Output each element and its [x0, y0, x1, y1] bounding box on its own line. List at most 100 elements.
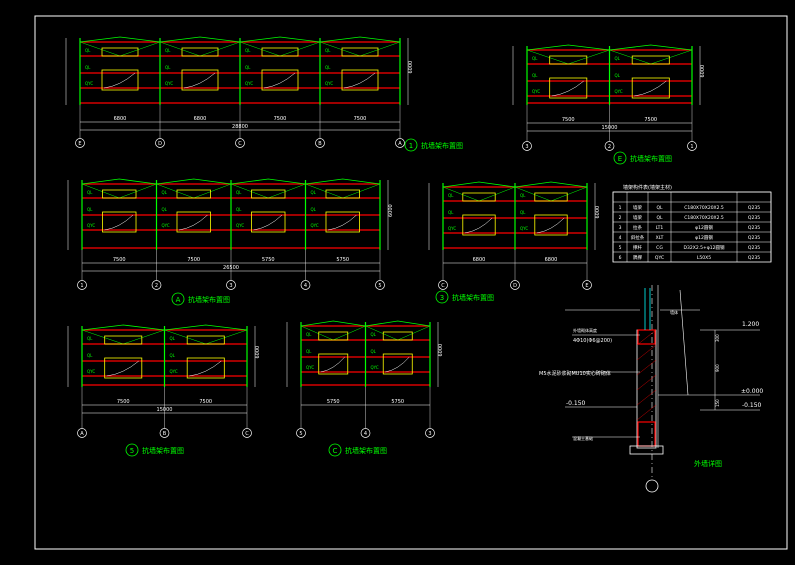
- span-dim-text: 6800: [114, 116, 127, 122]
- member-label: QL: [615, 56, 621, 61]
- window-opening: [534, 192, 568, 202]
- sag-rod: [442, 186, 480, 202]
- brick-hatch: [636, 359, 657, 376]
- sag-rod: [333, 325, 366, 341]
- table-cell: 拉条: [633, 224, 642, 231]
- table-cell: Q235: [748, 225, 760, 231]
- total-dim-text: 26500: [223, 265, 239, 271]
- span-dim-text: 5750: [336, 257, 349, 263]
- caption-number: A: [176, 296, 181, 304]
- table-cell: 3: [619, 225, 622, 231]
- table-cell: QYC: [655, 255, 664, 261]
- detail-elev-top: 1.200: [742, 321, 759, 328]
- member-label: QL: [170, 353, 176, 358]
- caption-number: 5: [130, 447, 134, 455]
- member-label: QL: [520, 210, 526, 215]
- caption-number: C: [333, 447, 338, 455]
- sag-rod: [119, 183, 157, 199]
- detail-caption: 外墙详图: [694, 459, 722, 468]
- sag-rod: [568, 49, 610, 65]
- detail-label-bottom: 混凝土基础: [573, 435, 593, 441]
- sag-rod: [164, 329, 206, 345]
- axis-bubble: [522, 141, 532, 151]
- member-label: QL: [371, 332, 377, 337]
- member-label: QL: [87, 207, 93, 212]
- caption-text: 抗墙架布置图: [452, 293, 494, 302]
- member-label: QYC: [520, 226, 528, 231]
- span-dim-text: 7500: [644, 117, 657, 123]
- axis-bubble: [315, 138, 325, 148]
- axis-bubble: [582, 280, 592, 290]
- axis-bubble: [425, 428, 435, 438]
- sag-rod: [193, 183, 232, 199]
- detail-elev-left: -0.150: [566, 400, 586, 407]
- member-label: QYC: [87, 369, 95, 374]
- table-cell: D32X2.5+φ12圆钢: [684, 244, 725, 251]
- table-cell: L50X5: [697, 255, 711, 261]
- member-label: QL: [87, 190, 93, 195]
- roof-line: [442, 181, 516, 188]
- door-opening: [382, 353, 413, 375]
- member-label: QYC: [87, 223, 95, 228]
- opening-curve: [253, 214, 283, 231]
- height-dim-text: 6000: [408, 61, 414, 74]
- sag-rod: [159, 41, 201, 57]
- table-cell: Q235: [748, 205, 760, 211]
- caption-number: 1: [409, 142, 413, 150]
- caption-number: E: [618, 155, 622, 163]
- span-dim-text: 6800: [194, 116, 207, 122]
- opening-curve: [189, 360, 222, 377]
- table-cell: Q235: [748, 235, 760, 241]
- roof-line: [365, 320, 431, 327]
- axis-label: 3: [229, 283, 232, 289]
- detail-dim-b: 900: [715, 364, 720, 372]
- axis-bubble: [155, 138, 165, 148]
- door-opening: [341, 69, 379, 91]
- opening-curve: [634, 80, 667, 97]
- span-dim-text: 6800: [473, 257, 486, 263]
- caption-bubble: [404, 138, 418, 152]
- caption-bubble: [613, 151, 627, 165]
- axis-bubble: [296, 428, 306, 438]
- window-opening: [382, 331, 413, 341]
- opening-curve: [320, 356, 345, 373]
- roof-line: [164, 324, 248, 331]
- table-cell: 2: [619, 215, 622, 221]
- door-opening: [101, 69, 139, 91]
- member-label: QL: [170, 336, 176, 341]
- member-label: QL: [162, 207, 168, 212]
- span-dim-text: 7500: [187, 257, 200, 263]
- sag-rod: [397, 325, 431, 341]
- member-label: QL: [448, 193, 454, 198]
- detail-label-top: 外墙砌体高度: [573, 327, 597, 333]
- axis-bubble: [242, 428, 252, 438]
- detail-dim-c: 150: [715, 399, 720, 407]
- roof-line: [609, 44, 693, 51]
- axis-label: 2: [608, 144, 611, 150]
- member-label: QYC: [85, 81, 93, 86]
- axis-bubble: [151, 280, 162, 290]
- axis-bubble: [438, 280, 448, 290]
- brick-hatch: [636, 344, 657, 361]
- brick-hatch: [636, 389, 657, 406]
- roof-line: [319, 36, 401, 43]
- axis-label: E: [78, 141, 81, 147]
- opening-curve: [104, 214, 134, 231]
- window-opening: [325, 189, 360, 199]
- detail-axis-bubble: [645, 479, 659, 493]
- axis-bubble: [395, 138, 405, 148]
- door-opening: [631, 77, 670, 99]
- window-opening: [176, 189, 211, 199]
- opening-curve: [464, 217, 493, 234]
- roof-line: [230, 178, 306, 185]
- brick-hatch: [636, 374, 657, 391]
- opening-curve: [263, 72, 296, 89]
- roof-line: [514, 181, 588, 188]
